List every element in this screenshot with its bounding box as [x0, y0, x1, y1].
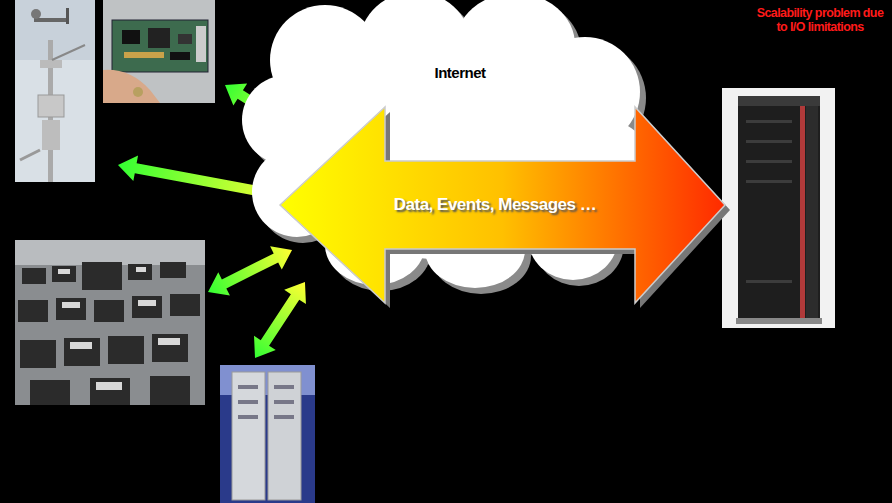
- mainframe-photo: [722, 88, 835, 328]
- sensor-board-photo: [103, 0, 215, 103]
- weather-station-photo: [15, 0, 95, 182]
- server-rack-photo: [220, 365, 315, 503]
- node-text: Data, Events, Messages …: [394, 195, 596, 215]
- traffic-photo: [15, 240, 205, 405]
- node-text: Internet: [434, 64, 485, 81]
- double-arrow: [202, 238, 298, 303]
- data-arrow-node: Data, Events, Messages …: [280, 107, 725, 303]
- note-label: Scalability problem due to I/O limitatio…: [752, 6, 888, 35]
- double-arrow: [244, 275, 316, 365]
